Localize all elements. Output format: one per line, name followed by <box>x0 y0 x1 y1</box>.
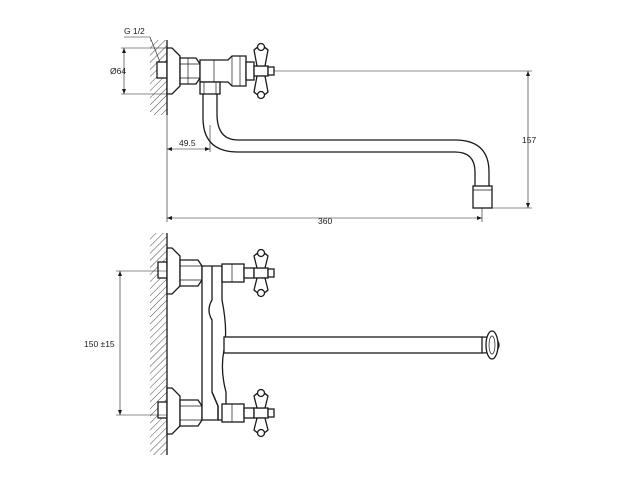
hex-nut <box>179 57 201 85</box>
spout-pipe-inner <box>216 94 490 186</box>
offset-dimension-label: 49.5 <box>179 138 196 148</box>
lower-hex-nut <box>179 399 203 427</box>
wall-hatch-bottom <box>150 233 167 455</box>
flange-diameter-label: Ø64 <box>110 66 126 76</box>
upper-hex-nut <box>179 259 203 287</box>
lower-flange <box>166 387 181 435</box>
front-view <box>150 233 500 455</box>
upper-valve-body <box>221 263 245 283</box>
upper-flange <box>166 247 181 295</box>
dimensions-side-view: G 1/2 Ø64 49.5 157 360 <box>110 26 536 226</box>
vertical-mixer-body <box>201 265 219 421</box>
dimensions-front-view: 150 ±15 <box>84 270 167 416</box>
spout-pipe-outer <box>202 94 476 186</box>
spout-tip <box>485 330 499 360</box>
handle-cap <box>267 66 275 76</box>
reach-dimension-label: 360 <box>318 216 332 226</box>
aerator <box>472 185 493 209</box>
valve-neck <box>245 61 255 81</box>
thread-dimension-label: G 1/2 <box>124 26 145 36</box>
spout-horizontal <box>223 336 483 354</box>
flange <box>166 47 181 95</box>
lower-valve-body <box>221 403 245 423</box>
wall-connector <box>156 61 168 79</box>
side-view <box>150 40 493 209</box>
spout-swivel <box>199 81 221 95</box>
center-distance-label: 150 ±15 <box>84 339 115 349</box>
height-dimension-label: 157 <box>522 135 536 145</box>
cross-handle-hub <box>253 65 269 77</box>
